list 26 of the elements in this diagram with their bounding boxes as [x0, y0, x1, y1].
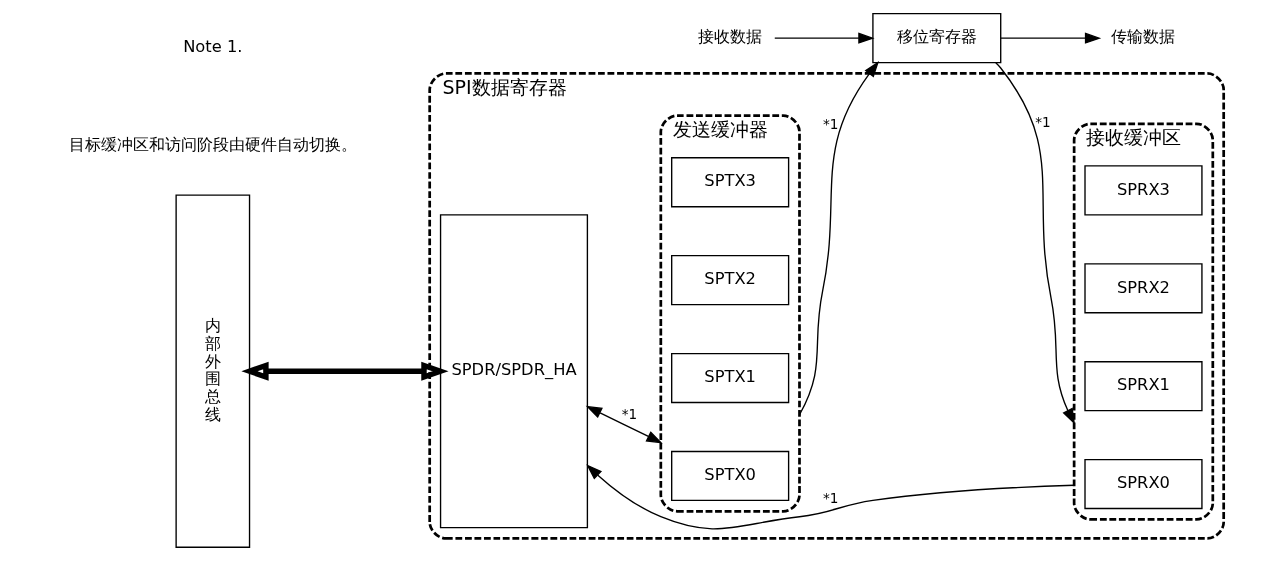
node-box: SPTX2	[670, 255, 789, 306]
label: 目标缓冲区和访问阶段由硬件自动切换。	[68, 134, 357, 154]
edge-label: *1	[1034, 113, 1051, 130]
node-box: SPRX0	[1083, 458, 1203, 510]
node-box: SPTX0	[670, 450, 789, 502]
arrow	[585, 464, 1075, 530]
edge-label: *1	[822, 490, 838, 507]
node-box: SPRX1	[1083, 361, 1203, 412]
edge-label: *1	[822, 116, 838, 133]
node-text: 接收数据	[697, 27, 762, 47]
label: Note 1.	[182, 36, 242, 56]
arrow	[585, 405, 663, 444]
node-box: SPRX2	[1083, 263, 1203, 314]
edge-label: *1	[621, 405, 637, 422]
node-text: 传输数据	[1110, 27, 1175, 47]
node-box: SPDR/SPDR_HA	[439, 214, 588, 529]
arrow	[999, 32, 1101, 44]
node-box: SPRX3	[1083, 165, 1203, 216]
node-box: 内部外围总线	[174, 194, 250, 548]
arrow	[994, 62, 1075, 425]
node-box: SPTX3	[670, 157, 789, 208]
node-box: 移位寄存器	[871, 13, 1001, 64]
arrow	[240, 361, 449, 381]
arrow	[773, 32, 875, 44]
arrow	[798, 61, 879, 416]
node-box: SPTX1	[670, 352, 789, 404]
